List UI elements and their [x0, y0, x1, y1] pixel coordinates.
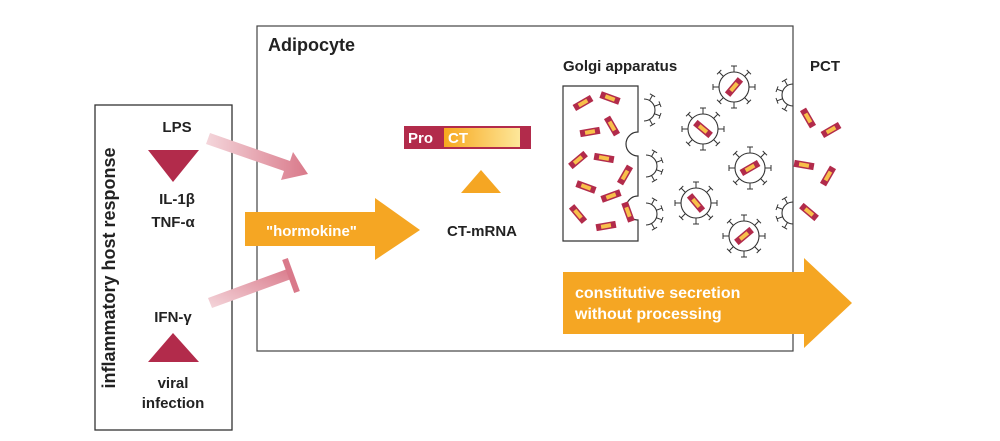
secreted-pct	[820, 121, 842, 139]
golgi-pill	[568, 150, 588, 170]
secretion-arrow	[563, 258, 852, 348]
golgi-pill	[575, 180, 597, 194]
vesicle	[728, 146, 772, 190]
secretion-label-1: constitutive secretion	[575, 285, 740, 302]
vesicle-cargo	[739, 159, 761, 177]
golgi-pill	[599, 91, 621, 105]
host-response-title: inflammatory host response	[99, 147, 119, 388]
vesicle-cargo	[686, 193, 706, 213]
ct-mrna-label: CT-mRNA	[447, 223, 517, 240]
golgi-pill	[572, 94, 594, 112]
ifng-label: IFN-γ	[154, 309, 192, 326]
golgi-pill	[568, 204, 588, 224]
golgi-pill	[593, 152, 615, 164]
vesicle	[674, 181, 718, 225]
viral-label-2: infection	[142, 395, 205, 412]
membrane-receptors	[643, 78, 842, 231]
golgi-label: Golgi apparatus	[563, 58, 677, 75]
golgi-pill	[579, 126, 601, 138]
golgi-receptor	[645, 197, 664, 231]
pro-label: Pro	[408, 130, 433, 147]
secreted-pct	[819, 165, 837, 187]
golgi-pill	[600, 189, 622, 203]
membrane-receptor	[775, 78, 794, 112]
secreted-pct	[799, 202, 819, 222]
vesicle-cargo	[724, 77, 744, 97]
secreted-pct	[793, 159, 815, 171]
adipocyte-title: Adipocyte	[268, 35, 355, 55]
translation-triangle	[461, 170, 501, 193]
golgi-receptor	[643, 93, 662, 127]
vesicle-cargo	[734, 226, 754, 246]
golgi-pills	[568, 91, 635, 232]
vesicle-cargo	[693, 119, 713, 139]
secreted-pct	[799, 107, 817, 129]
membrane-receptor	[775, 196, 794, 230]
vesicle	[722, 214, 766, 258]
adipocyte-box	[256, 25, 794, 352]
down-triangle	[148, 150, 199, 182]
vesicles	[674, 65, 772, 258]
up-triangle	[148, 333, 199, 362]
lps-label: LPS	[162, 119, 191, 136]
vesicle	[712, 65, 756, 109]
secretion-label-2: without processing	[574, 306, 722, 323]
golgi-pill	[595, 220, 617, 232]
inhibition-arrow	[208, 268, 294, 308]
pct-label: PCT	[810, 58, 840, 75]
tnfa-label: TNF-α	[151, 214, 195, 231]
viral-label-1: viral	[158, 375, 189, 392]
golgi-pill	[621, 201, 635, 223]
golgi-pill	[603, 115, 621, 137]
hormokine-label: "hormokine"	[266, 223, 357, 240]
ct-label: CT	[448, 130, 468, 147]
golgi-receptor	[645, 149, 664, 183]
stimulation-arrow	[206, 133, 308, 180]
golgi-pill	[616, 164, 634, 186]
ct-segment	[444, 128, 520, 147]
hormokine-arrow	[245, 198, 420, 260]
vesicle	[681, 107, 725, 151]
inhibition-bar	[282, 257, 300, 294]
il1b-label: IL-1β	[159, 191, 195, 208]
